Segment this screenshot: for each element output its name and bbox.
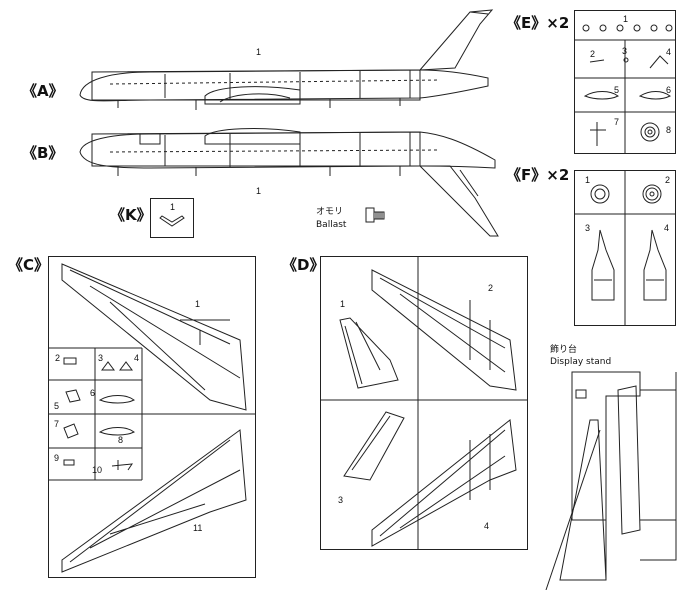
sprue-e-label: 《E》×2 [506, 14, 570, 32]
sprue-c-part-4: 4 [134, 353, 140, 363]
sprue-c-part-9: 9 [54, 453, 60, 463]
sprue-e-part-8: 8 [666, 125, 672, 135]
sprue-b-label: 《B》 [22, 144, 64, 162]
sprue-c-part-2: 2 [55, 353, 61, 363]
sprue-d-frame [320, 256, 528, 550]
sprue-c-part-6: 6 [90, 388, 96, 398]
sprue-e-part-3: 3 [622, 46, 628, 56]
sprue-c-part-5: 5 [54, 401, 60, 411]
sprue-d-part-2: 2 [488, 283, 494, 293]
sprue-k-frame [150, 198, 194, 238]
sprue-a-part-1: 1 [256, 47, 262, 57]
ballast-label-en: Ballast [316, 220, 347, 230]
sprue-b-part-1: 1 [256, 186, 262, 196]
sprue-e-part-4: 4 [666, 47, 672, 57]
sprue-c-label: 《C》 [8, 256, 50, 274]
sprue-a-label: 《A》 [22, 82, 64, 100]
sprue-e-part-1: 1 [623, 14, 629, 24]
sprue-c-part-1: 1 [195, 299, 201, 309]
ballast-label-jp: オモリ [316, 207, 344, 217]
display-stand-label-en: Display stand [550, 357, 612, 367]
sprue-c-part-8: 8 [118, 435, 124, 445]
sprue-f-part-2: 2 [665, 175, 671, 185]
sprue-f-label: 《F》×2 [506, 166, 570, 184]
sprue-k-label: 《K》 [110, 206, 152, 224]
sprue-d-part-1: 1 [340, 299, 346, 309]
sprue-f-part-3: 3 [585, 223, 591, 233]
sprue-c-part-11: 11 [193, 523, 203, 533]
sprue-d-label: 《D》 [282, 256, 325, 274]
sprue-c-part-10: 10 [92, 465, 103, 475]
display-stand-label-jp: 飾り台 [550, 345, 578, 355]
sprue-d-part-4: 4 [484, 521, 490, 531]
sprue-c-part-3: 3 [98, 353, 104, 363]
sprue-e-part-6: 6 [666, 85, 672, 95]
sprue-e-part-5: 5 [614, 85, 620, 95]
sprue-c-part-7: 7 [54, 419, 60, 429]
sprue-f-part-1: 1 [585, 175, 591, 185]
sprue-c-frame [48, 256, 256, 578]
sprue-f-part-4: 4 [664, 223, 670, 233]
sprue-e-part-2: 2 [590, 49, 596, 59]
sprue-d-part-3: 3 [338, 495, 344, 505]
sprue-e-part-7: 7 [614, 117, 620, 127]
sprue-k-part-1: 1 [170, 202, 176, 212]
